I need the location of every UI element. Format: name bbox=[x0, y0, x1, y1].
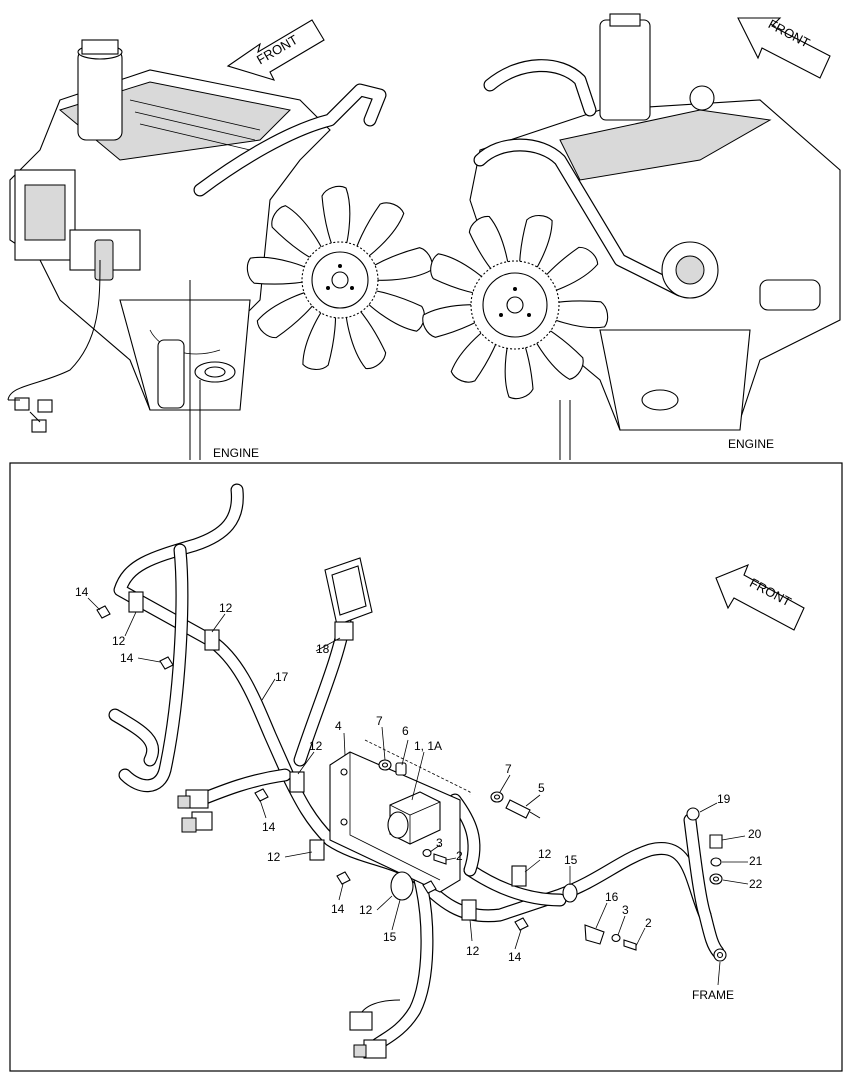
callout-5: 5 bbox=[538, 781, 545, 795]
callout-4: 4 bbox=[335, 719, 342, 733]
callout-12: 12 bbox=[359, 903, 373, 917]
connectors-bottom bbox=[349, 999, 401, 1059]
callout-19: 19 bbox=[717, 792, 731, 806]
engine-label-right: ENGINE bbox=[728, 437, 774, 451]
large-connector bbox=[324, 557, 373, 641]
engine-right-illustration: FRONT bbox=[420, 13, 841, 460]
callout-7: 7 bbox=[505, 762, 512, 776]
leader-lines bbox=[87, 597, 749, 986]
callout-2: 2 bbox=[456, 849, 463, 863]
callout-labels: 14 12 14 12 18 17 4 7 6 1, 1A 12 7 5 14 … bbox=[75, 585, 763, 1002]
callout-12: 12 bbox=[112, 634, 126, 648]
callout-1-1a: 1, 1A bbox=[414, 739, 442, 753]
callout-6: 6 bbox=[402, 724, 409, 738]
engine-left-illustration: FRONT bbox=[7, 19, 435, 460]
callout-22: 22 bbox=[749, 877, 763, 891]
callout-2: 2 bbox=[645, 916, 652, 930]
relay-component bbox=[387, 791, 441, 845]
callout-3: 3 bbox=[622, 903, 629, 917]
callout-12: 12 bbox=[267, 850, 281, 864]
callout-18: 18 bbox=[316, 642, 330, 656]
callout-3: 3 bbox=[436, 836, 443, 850]
callout-20: 20 bbox=[748, 827, 762, 841]
callout-14: 14 bbox=[262, 820, 276, 834]
callout-12: 12 bbox=[309, 739, 323, 753]
detail-front-arrow: FRONT bbox=[715, 564, 805, 631]
callout-12: 12 bbox=[466, 944, 480, 958]
connectors-left bbox=[177, 789, 213, 833]
front-arrow-left: FRONT bbox=[226, 19, 325, 81]
callout-14: 14 bbox=[75, 585, 89, 599]
callout-16: 16 bbox=[605, 890, 619, 904]
callout-14: 14 bbox=[331, 902, 345, 916]
detail-frame-border bbox=[9, 462, 843, 1072]
callout-14: 14 bbox=[120, 651, 134, 665]
callout-15: 15 bbox=[564, 853, 578, 867]
callout-12: 12 bbox=[538, 847, 552, 861]
callout-15: 15 bbox=[383, 930, 397, 944]
engine-label-left: ENGINE bbox=[213, 446, 259, 460]
callout-12: 12 bbox=[219, 601, 233, 615]
callout-7: 7 bbox=[376, 714, 383, 728]
front-arrow-right: FRONT bbox=[737, 16, 831, 79]
hardware-items bbox=[96, 591, 723, 951]
callout-17: 17 bbox=[275, 670, 289, 684]
callout-21: 21 bbox=[749, 854, 763, 868]
callout-14: 14 bbox=[508, 950, 522, 964]
wire-harness bbox=[108, 483, 727, 1057]
frame-label: FRAME bbox=[692, 988, 734, 1002]
